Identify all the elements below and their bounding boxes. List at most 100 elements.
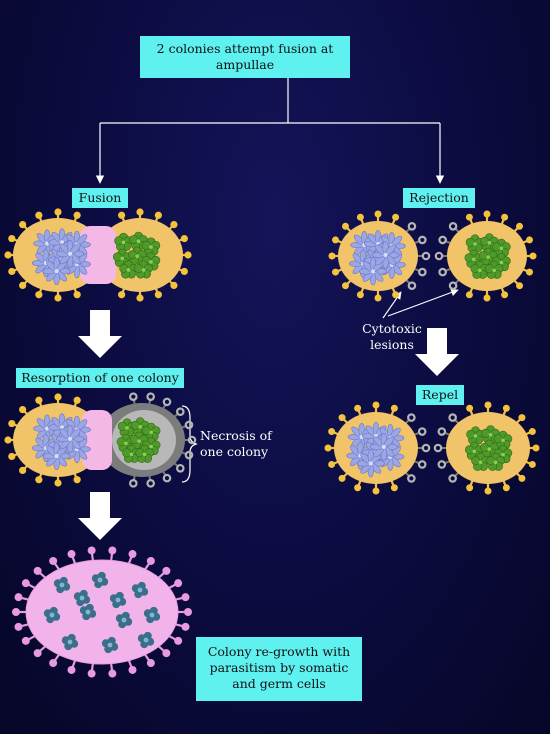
cytotoxic-arrow-right: [387, 288, 459, 317]
ampulla-bulb: [518, 474, 526, 482]
ampulla-bulb: [502, 404, 510, 412]
green-siphon: [124, 441, 128, 446]
ampulla-bulb: [392, 291, 400, 299]
node-resorption: Resorption of one colony: [16, 368, 184, 388]
necrotic-hook: [146, 479, 155, 488]
necrotic-hook: [448, 474, 457, 483]
necrotic-hook: [421, 443, 431, 453]
regrowth-zooid: [61, 633, 79, 651]
necrotic-hook: [418, 267, 427, 277]
green-zooid: [114, 236, 124, 246]
blue-siphon: [383, 252, 388, 257]
ampulla-bulb: [87, 669, 96, 678]
ampulla-bulb: [354, 404, 362, 412]
necrotic-hook: [418, 235, 427, 245]
ampulla-bulb: [73, 291, 81, 299]
green-zooid: [486, 456, 496, 466]
ampulla-bulb: [501, 213, 509, 221]
regrowth-zooid-center: [143, 637, 149, 643]
ampulla-bulb: [12, 608, 20, 616]
green-siphon: [499, 260, 504, 265]
ampulla-bulb: [35, 476, 43, 484]
node-fusion: Fusion: [72, 188, 128, 208]
blue-siphon: [54, 454, 59, 459]
ampulla-bulb: [528, 460, 536, 468]
node-repel: Repel: [416, 385, 464, 405]
ampulla-bulb: [372, 401, 380, 409]
ampulla-bulb: [356, 291, 364, 299]
ampulla-bulb: [181, 593, 190, 602]
green-siphon: [120, 256, 125, 261]
ampulla-bulb: [108, 546, 117, 555]
ampulla-bulb: [501, 291, 509, 299]
necrotic-hook: [437, 427, 447, 436]
node-regrowth: Colony re-growth with parasitism by soma…: [196, 637, 362, 701]
node-rejection: Rejection: [403, 188, 475, 208]
green-siphon: [492, 268, 497, 273]
resorption-zooids-blue: [31, 413, 91, 471]
regrowth-zooid-center: [121, 617, 127, 623]
necrotic-hook: [417, 460, 427, 469]
ampulla-bulb: [118, 211, 126, 219]
green-zooid: [119, 263, 129, 273]
ampulla-bulb: [341, 282, 349, 290]
regrowth-zooid-center: [115, 597, 121, 603]
ampulla-bulb: [19, 281, 27, 290]
green-siphon: [472, 257, 476, 262]
blue-siphon: [68, 251, 73, 256]
green-siphon: [141, 268, 146, 272]
necrotic-hook: [146, 392, 155, 401]
green-siphon: [499, 246, 504, 251]
necrotic-hook: [184, 450, 194, 460]
ampulla-bulb: [35, 396, 43, 404]
ampulla-bulb: [19, 405, 27, 414]
regrowth-zooid: [73, 589, 91, 607]
necrotic-hook: [407, 222, 417, 231]
green-siphon: [149, 245, 153, 249]
regrowth-zooid: [137, 631, 155, 649]
rejection-colonies: [328, 210, 537, 302]
ampulla-bulb: [67, 665, 76, 674]
blue-siphon: [370, 269, 376, 274]
regrowth-zooid: [91, 571, 109, 589]
ampulla-bulb: [170, 220, 178, 229]
regrowth-zooid: [53, 576, 71, 594]
ampulla-bulb: [328, 460, 336, 468]
necrosis-label: Necrosis of one colony: [200, 428, 272, 460]
ampulla-bulb: [372, 487, 380, 495]
ampulla-bulb: [338, 474, 346, 482]
ampulla-bulb: [518, 414, 526, 422]
regrowth-zooid: [115, 611, 133, 629]
ampulla-bulb: [516, 222, 524, 230]
cytotoxic-label: Cytotoxic lesions: [357, 321, 427, 353]
ampulla-bulb: [162, 649, 171, 658]
necrosis-brace: [181, 405, 198, 483]
necrosis-label-line1: Necrosis of: [200, 428, 272, 443]
regrowth-zooid-center: [59, 582, 65, 588]
ampulla-bulb: [128, 665, 137, 674]
ampulla-bulb: [54, 393, 62, 401]
green-zooid: [465, 237, 475, 247]
ampulla-bulb: [162, 566, 171, 575]
ampulla-bulb: [532, 444, 540, 452]
necrotic-hook: [438, 235, 447, 245]
regrowth-zooid: [79, 603, 97, 621]
necrotic-hook: [433, 443, 443, 453]
ampulla-bulb: [54, 208, 62, 216]
green-zooid: [466, 429, 476, 439]
ampulla-bulb: [180, 234, 188, 243]
green-zooid: [464, 253, 474, 263]
ampulla-bulb: [154, 291, 162, 299]
ampulla-bulb: [8, 419, 16, 428]
regrowth-colony: [12, 546, 192, 678]
green-zooid: [130, 420, 140, 430]
repel-zooids-blue: [346, 421, 405, 478]
regrowth-zooid-center: [67, 639, 73, 645]
regrowth-zooid: [143, 606, 161, 624]
ampulla-bulb: [146, 659, 155, 668]
necrotic-hook: [407, 413, 416, 422]
green-zooid: [127, 250, 137, 260]
green-siphon: [135, 254, 140, 258]
ampulla-bulb: [525, 268, 533, 276]
